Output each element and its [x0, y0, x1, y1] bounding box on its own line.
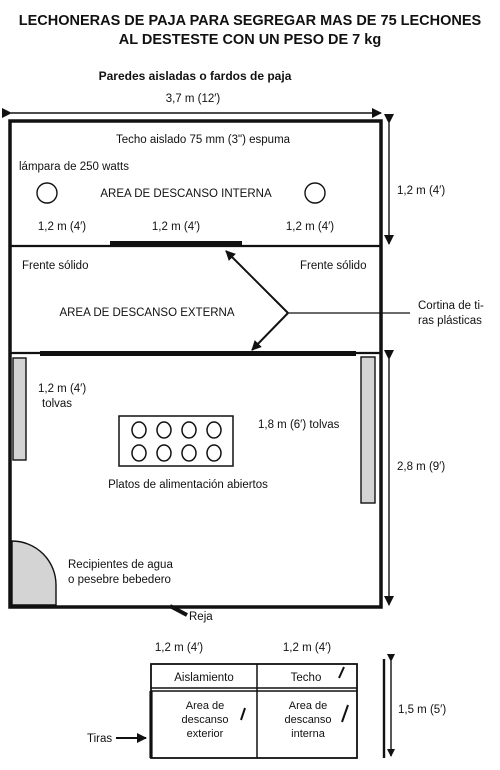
- left-feed-hopper: [12, 357, 27, 461]
- feeding-plate: [181, 444, 197, 462]
- roof-pen-mark: [338, 666, 345, 679]
- outer-pen-mark: [240, 707, 246, 721]
- gate-label: Reja: [189, 611, 213, 623]
- section-insulation-label: Aislamiento: [174, 672, 233, 684]
- walls-label: Paredes aisladas o fardos de paja: [99, 69, 292, 83]
- water-label-line-2: o pesebre bebedero: [68, 574, 171, 586]
- section-outer-label-line-2: descanso: [181, 714, 228, 726]
- right-feed-hopper: [360, 356, 376, 504]
- open-feeding-plates: [118, 415, 234, 467]
- top-height-label: 1,2 m (4′): [397, 185, 445, 197]
- section-outer-label-line-3: exterior: [187, 728, 224, 740]
- curtain-pointer-lower: [251, 312, 289, 351]
- solid-front-left-label: Frente sólido: [22, 260, 88, 272]
- inner-curtain-bar: [110, 241, 242, 246]
- water-label-line-1: Recipientes de agua: [68, 559, 173, 571]
- feeding-plate: [156, 421, 172, 439]
- roof-insulation-label: Techo aislado 75 mm (3") espuma: [116, 134, 291, 146]
- outer-curtain-bar: [40, 351, 356, 356]
- pen-outline: [8, 119, 383, 609]
- left-hopper-label: tolvas: [42, 398, 72, 410]
- title-line-1: LECHONERAS DE PAJA PARA SEGREGAR MAS DE …: [19, 13, 482, 29]
- section-outer-label-line-1: Area de: [186, 700, 225, 712]
- section-inner-label-line-1: Area de: [289, 700, 328, 712]
- feeding-plate: [131, 444, 147, 462]
- heat-lamp-left: [36, 182, 58, 204]
- lower-height-label: 2,8 m (9′): [397, 461, 445, 473]
- segment-left-label: 1,2 m (4′): [38, 221, 86, 233]
- lamp-label: lámpara de 250 watts: [19, 161, 129, 173]
- gate-bar: [169, 604, 188, 617]
- feeder-tray: [118, 415, 234, 467]
- width-dimension-label: 3,7 m (12′): [166, 93, 221, 105]
- feeding-plates-label: Platos de alimentación abiertos: [108, 479, 268, 491]
- inner-rest-area-label: AREA DE DESCANSO INTERNA: [100, 188, 272, 200]
- section-left-width-label: 1,2 m (4′): [155, 642, 203, 654]
- feeding-plate: [181, 421, 197, 439]
- title-line-2: AL DESTESTE CON UN PESO DE 7 kg: [119, 32, 381, 48]
- water-trough: [11, 540, 57, 606]
- section-roof-label: Techo: [291, 672, 322, 684]
- section-height-label: 1,5 m (5′): [398, 704, 446, 716]
- section-inner-label-line-3: interna: [291, 728, 326, 740]
- segment-right-label: 1,2 m (4′): [286, 221, 334, 233]
- feeding-plate: [206, 444, 222, 462]
- curtain-pointer-upper: [225, 250, 289, 314]
- heat-lamp-right: [304, 182, 326, 204]
- inner-pen-mark: [341, 704, 349, 723]
- left-hopper-length-label: 1,2 m (4′): [38, 383, 86, 395]
- curtain-label-line-2: ras plásticas: [418, 315, 482, 327]
- feeding-plate: [131, 421, 147, 439]
- section-right-width-label: 1,2 m (4′): [283, 642, 331, 654]
- solid-front-right-label: Frente sólido: [300, 260, 366, 272]
- strips-label: Tiras: [87, 733, 112, 745]
- feeding-plate: [206, 421, 222, 439]
- curtain-label-line-1: Cortina de ti-: [418, 300, 484, 312]
- feeding-plate: [156, 444, 172, 462]
- section-inner-label-line-2: descanso: [284, 714, 331, 726]
- outer-rest-area-label: AREA DE DESCANSO EXTERNA: [59, 307, 234, 319]
- segment-middle-label: 1,2 m (4′): [152, 221, 200, 233]
- right-hopper-label: 1,8 m (6′) tolvas: [258, 419, 340, 431]
